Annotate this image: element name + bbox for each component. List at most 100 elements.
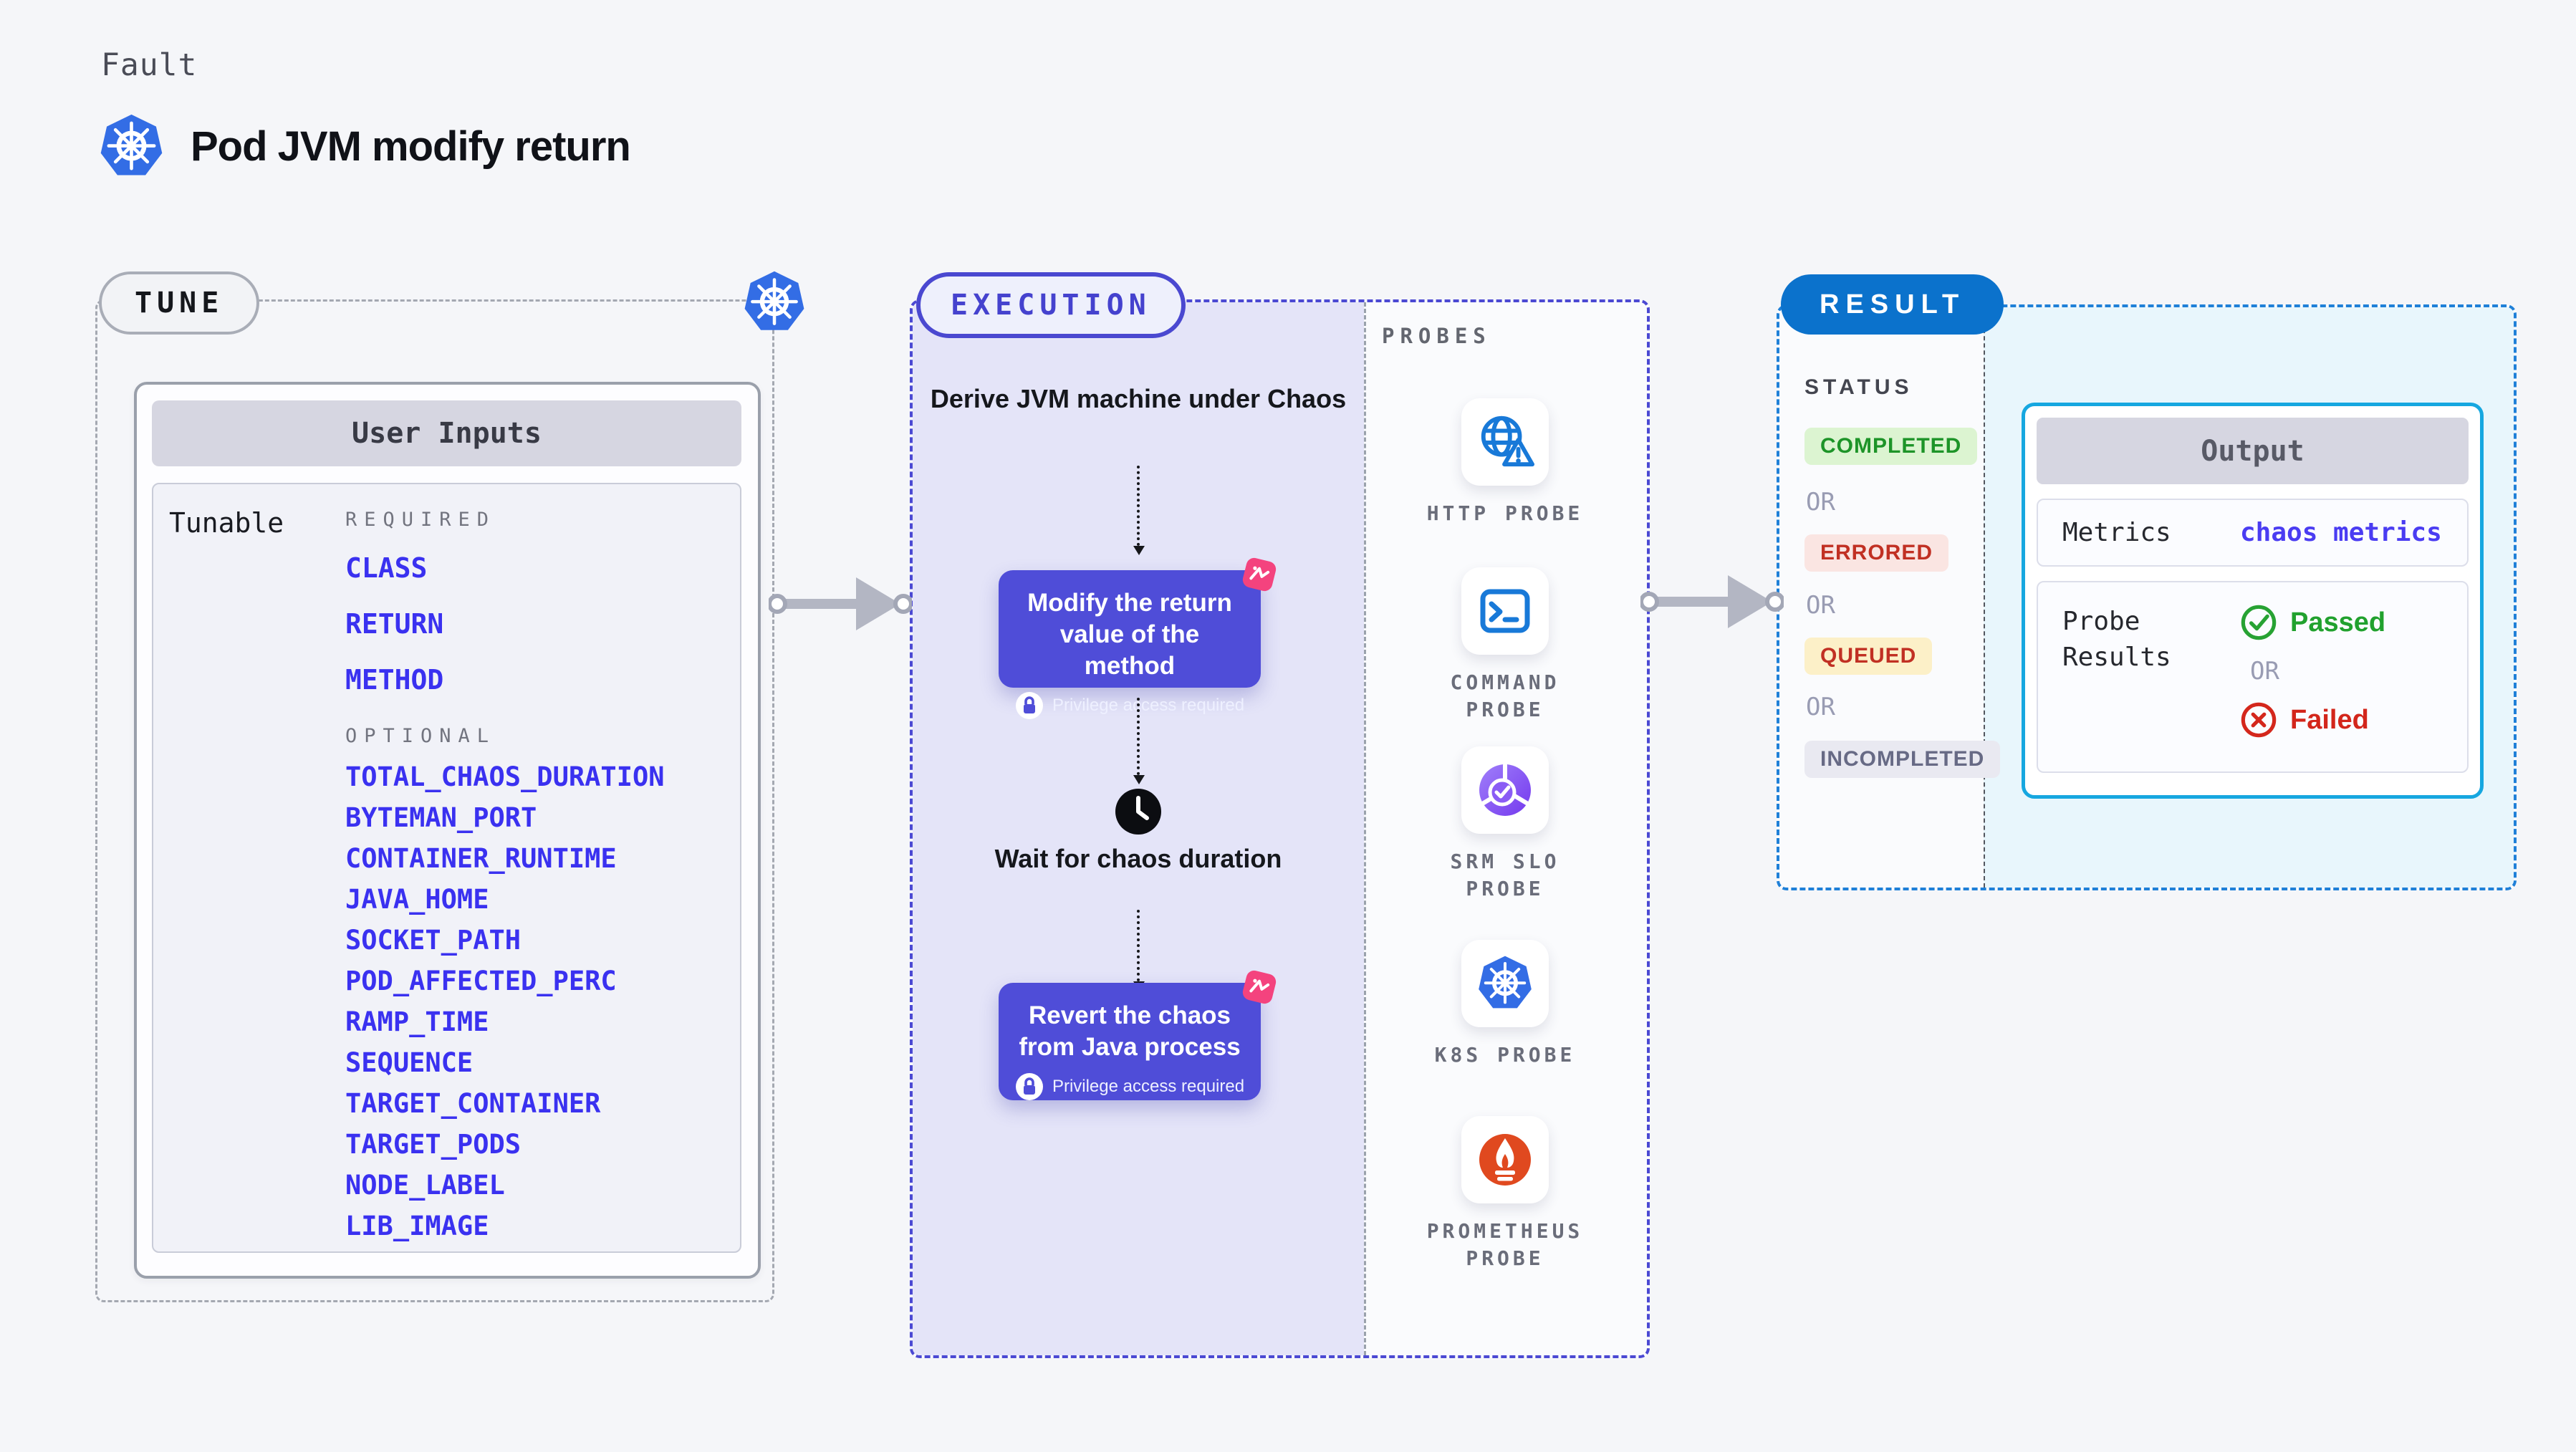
status-heading: STATUS: [1804, 375, 1913, 399]
probes-divider: [1364, 302, 1366, 1355]
or-label: OR: [1806, 488, 1835, 516]
modify-step-label: Modify the return value of the method: [1027, 589, 1232, 680]
lock-icon: [1015, 1073, 1043, 1100]
probe-entry-k8s: K8S PROBE: [1412, 940, 1598, 1069]
probe-entry-command: COMMAND PROBE: [1412, 567, 1598, 723]
input-var: NODE_LABEL: [345, 1170, 505, 1201]
probe-label: PROMETHEUS PROBE: [1426, 1219, 1584, 1270]
page-title: Pod JVM modify return: [191, 123, 631, 170]
command-probe-card: [1461, 567, 1549, 655]
probe-results-value: Passed OR Failed: [2240, 604, 2385, 771]
execution-section: EXECUTION Derive JVM machine under Chaos…: [910, 272, 1650, 1358]
chaos-icon: [1242, 970, 1277, 1004]
check-circle-icon: [2241, 605, 2277, 640]
execution-to-result-arrow: [1640, 575, 1784, 628]
input-var: CLASS: [345, 552, 428, 584]
result-divider: [1984, 307, 1985, 888]
probe-results-label: Probe Results: [2062, 607, 2171, 672]
privilege-badge: Privilege access required: [999, 691, 1261, 720]
x-circle-icon: [2241, 702, 2277, 738]
output-card: Output Metrics chaos metrics Probe Resul…: [2022, 403, 2484, 799]
flow-arrow-down: [1133, 910, 1145, 991]
probe-label: COMMAND PROBE: [1450, 670, 1560, 721]
failed-line: Failed: [2240, 701, 2385, 739]
input-var: TOTAL_CHAOS_DURATION: [345, 761, 665, 792]
wait-step-icon-wrap: [1115, 788, 1162, 835]
privilege-badge: Privilege access required: [999, 1072, 1261, 1101]
user-inputs-panel: Tunable REQUIRED CLASS RETURN METHOD OPT…: [152, 483, 741, 1253]
output-title: Output: [2037, 418, 2469, 484]
input-var: RAMP_TIME: [345, 1006, 489, 1037]
http-probe-card: [1461, 398, 1549, 486]
input-var: METHOD: [345, 664, 444, 696]
required-heading: REQUIRED: [345, 509, 496, 531]
input-var: RETURN: [345, 608, 444, 640]
status-badge-errored: ERRORED: [1804, 534, 1949, 572]
status-badge-queued: QUEUED: [1804, 638, 1933, 675]
kubernetes-icon: [742, 270, 807, 335]
revert-step-card: Revert the chaos from Java process Privi…: [999, 970, 1277, 1101]
terminal-icon: [1480, 589, 1530, 633]
privilege-label: Privilege access required: [1052, 1077, 1245, 1096]
kubernetes-icon: [98, 113, 165, 180]
user-inputs-title: User Inputs: [152, 400, 741, 466]
probes-heading: PROBES: [1382, 324, 1491, 348]
input-var: JAVA_HOME: [345, 884, 489, 915]
prometheus-probe-card: [1461, 1116, 1549, 1203]
status-badge-incompleted: INCOMPLETED: [1804, 741, 2001, 778]
srm-slo-probe-card: [1461, 746, 1549, 834]
tunable-label: Tunable: [169, 507, 284, 539]
kubernetes-icon: [1476, 955, 1534, 1012]
execution-pill: EXECUTION: [916, 272, 1186, 338]
prometheus-flame-icon: [1479, 1134, 1531, 1186]
input-variables-list: REQUIRED CLASS RETURN METHOD OPTIONAL TO…: [345, 499, 665, 1246]
page-header: Pod JVM modify return: [98, 113, 631, 180]
tune-pill: TUNE: [99, 271, 260, 335]
failed-label: Failed: [2290, 704, 2369, 735]
optional-heading: OPTIONAL: [345, 725, 496, 747]
input-var: BYTEMAN_PORT: [345, 802, 537, 833]
input-var: TARGET_PODS: [345, 1129, 522, 1160]
privilege-label: Privilege access required: [1052, 696, 1245, 715]
modify-step-card: Modify the return value of the method Pr…: [999, 557, 1277, 719]
input-var: SEQUENCE: [345, 1047, 474, 1078]
probe-label: SRM SLO PROBE: [1450, 850, 1560, 900]
derive-step-text: Derive JVM machine under Chaos: [930, 384, 1347, 413]
probe-label: HTTP PROBE: [1426, 501, 1584, 525]
probe-entry-prometheus: PROMETHEUS PROBE: [1412, 1116, 1598, 1272]
input-var: POD_AFFECTED_PERC: [345, 966, 617, 996]
or-label: OR: [1806, 693, 1835, 721]
input-var: SOCKET_PATH: [345, 925, 522, 956]
metrics-row: Metrics chaos metrics: [2037, 499, 2469, 567]
user-inputs-card: User Inputs Tunable REQUIRED CLASS RETUR…: [134, 382, 761, 1279]
flow-arrow-down: [1133, 466, 1145, 555]
input-var: CONTAINER_RUNTIME: [345, 843, 617, 874]
probe-entry-srm-slo: SRM SLO PROBE: [1412, 746, 1598, 903]
or-label: OR: [1806, 591, 1835, 620]
input-var: TARGET_CONTAINER: [345, 1088, 601, 1119]
clock-icon: [1115, 789, 1161, 835]
tune-to-execution-arrow: [769, 577, 912, 630]
result-pill: RESULT: [1781, 274, 2004, 335]
probe-entry-http: HTTP PROBE: [1412, 398, 1598, 527]
lock-icon: [1015, 692, 1043, 719]
status-badge-completed: COMPLETED: [1804, 428, 1978, 465]
passed-line: Passed: [2240, 604, 2385, 641]
k8s-probe-card: [1461, 940, 1549, 1027]
chaos-icon: [1242, 557, 1277, 592]
tune-section: TUNE User Inputs Tunable REQUIRED CLASS …: [95, 299, 774, 1302]
metrics-value: chaos metrics: [2240, 518, 2442, 547]
fault-kicker: Fault: [101, 47, 198, 83]
probe-label: K8S PROBE: [1434, 1043, 1576, 1067]
globe-alert-icon: [1481, 415, 1534, 467]
or-label: OR: [2250, 657, 2279, 686]
revert-step-label: Revert the chaos from Java process: [1019, 1001, 1241, 1061]
input-var: LIB_IMAGE: [345, 1211, 489, 1241]
passed-label: Passed: [2290, 607, 2386, 638]
slo-gauge-icon: [1479, 763, 1531, 816]
result-section: RESULT STATUS COMPLETED OR ERRORED OR QU…: [1777, 274, 2517, 890]
probe-results-row: Probe Results Passed OR: [2037, 581, 2469, 773]
flow-arrow-down: [1133, 698, 1145, 784]
metrics-label: Metrics: [2062, 517, 2171, 547]
